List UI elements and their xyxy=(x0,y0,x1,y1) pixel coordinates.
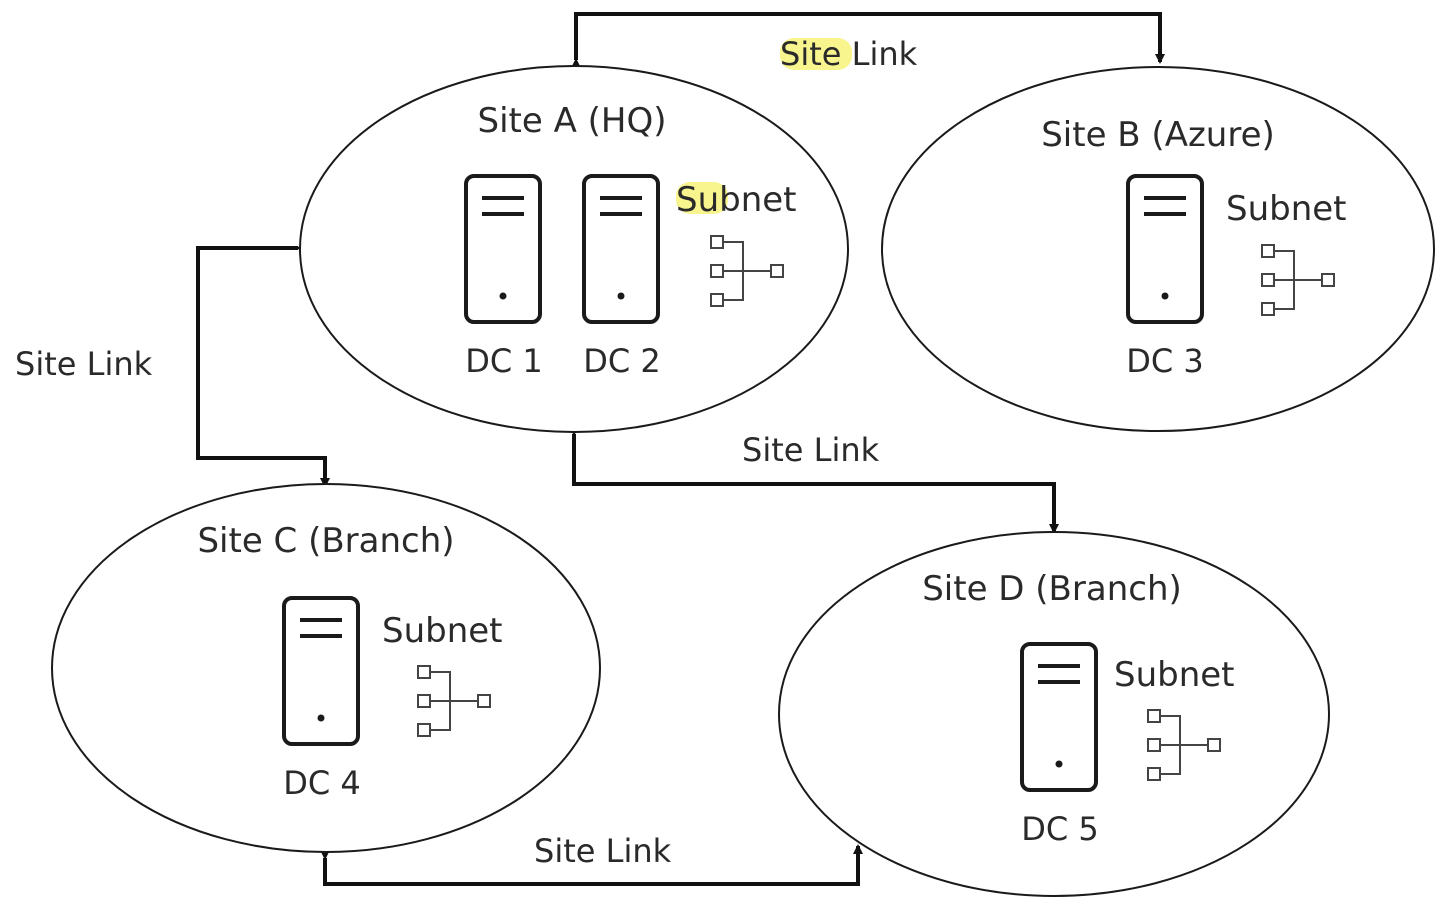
site-links xyxy=(196,12,1165,886)
server-icon xyxy=(1020,642,1098,792)
site-a-boundary xyxy=(299,65,849,433)
dc-label: DC 2 xyxy=(583,342,661,380)
link-label-a-b: Site Link xyxy=(780,35,918,73)
link-label-c-d: Site Link xyxy=(534,832,672,870)
subnet-label: Subnet xyxy=(382,611,503,651)
server-icon xyxy=(282,596,360,746)
site-c: Site C (Branch) DC 4 Subnet xyxy=(51,483,601,853)
dc-label: DC 4 xyxy=(283,764,361,802)
link-a-c xyxy=(196,243,330,488)
site-title: Site A (HQ) xyxy=(477,101,666,141)
subnet-label: Subnet xyxy=(676,180,797,220)
subnet-label: Subnet xyxy=(1114,655,1235,695)
highlight-mark xyxy=(676,182,728,214)
site-a: Site A (HQ) DC 1 DC 2 Subnet xyxy=(299,65,849,433)
dc-label: DC 1 xyxy=(465,342,543,380)
dc-label: DC 3 xyxy=(1126,342,1204,380)
link-a-b xyxy=(571,12,1165,68)
site-title: Site D (Branch) xyxy=(922,569,1182,609)
link-a-d xyxy=(569,426,1059,534)
link-label-a-d: Site Link xyxy=(742,431,880,469)
site-title: Site C (Branch) xyxy=(197,521,454,561)
dc-label: DC 5 xyxy=(1021,810,1099,848)
site-title: Site B (Azure) xyxy=(1041,115,1275,155)
subnet-label: Subnet xyxy=(1226,189,1347,229)
site-d: Site D (Branch) DC 5 Subnet xyxy=(778,531,1330,897)
server-icon xyxy=(464,174,542,324)
link-label-a-c: Site Link xyxy=(15,345,153,383)
site-b: Site B (Azure) DC 3 Subnet xyxy=(881,66,1435,432)
server-icon xyxy=(1126,174,1204,324)
highlight-mark xyxy=(780,38,852,70)
link-c-d xyxy=(320,844,863,886)
server-icon xyxy=(582,174,660,324)
